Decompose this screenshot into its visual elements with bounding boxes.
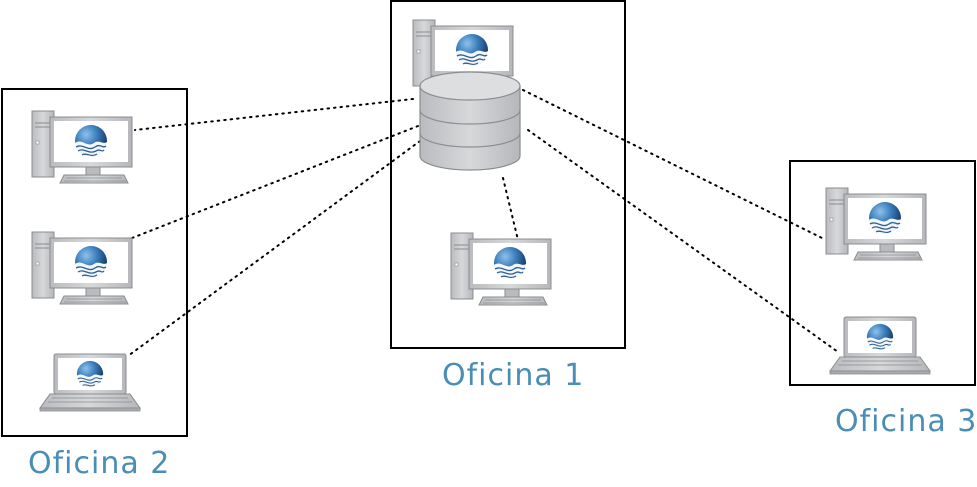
office-label-oficina-1: Oficina 1 xyxy=(442,358,585,393)
link-to-oficina-2-desktop-2 xyxy=(131,125,419,239)
desktop-computer-icon xyxy=(826,188,926,260)
office-oficina-3 xyxy=(789,160,976,386)
office-oficina-2 xyxy=(1,88,188,437)
database-server-icon xyxy=(419,71,521,171)
link-to-oficina-2-desktop-1 xyxy=(134,98,414,131)
link-to-oficina-3-laptop xyxy=(527,129,839,353)
desktop-computer-icon xyxy=(451,233,551,305)
connection-links xyxy=(127,89,839,357)
link-to-oficina-2-laptop xyxy=(127,140,421,357)
laptop-icon xyxy=(830,317,930,374)
link-to-oficina-1-desktop-2 xyxy=(502,177,519,241)
office-label-oficina-2: Oficina 2 xyxy=(28,446,171,481)
desktop-computer-icon xyxy=(32,111,132,183)
office-frame xyxy=(789,160,976,386)
office-frame xyxy=(390,0,626,349)
office-frame xyxy=(1,88,188,437)
desktop-computer-icon xyxy=(32,232,132,304)
office-label-oficina-3: Oficina 3 xyxy=(835,404,977,439)
laptop-icon xyxy=(40,354,140,411)
office-oficina-1 xyxy=(390,0,626,349)
link-to-oficina-3-desktop xyxy=(522,89,823,239)
